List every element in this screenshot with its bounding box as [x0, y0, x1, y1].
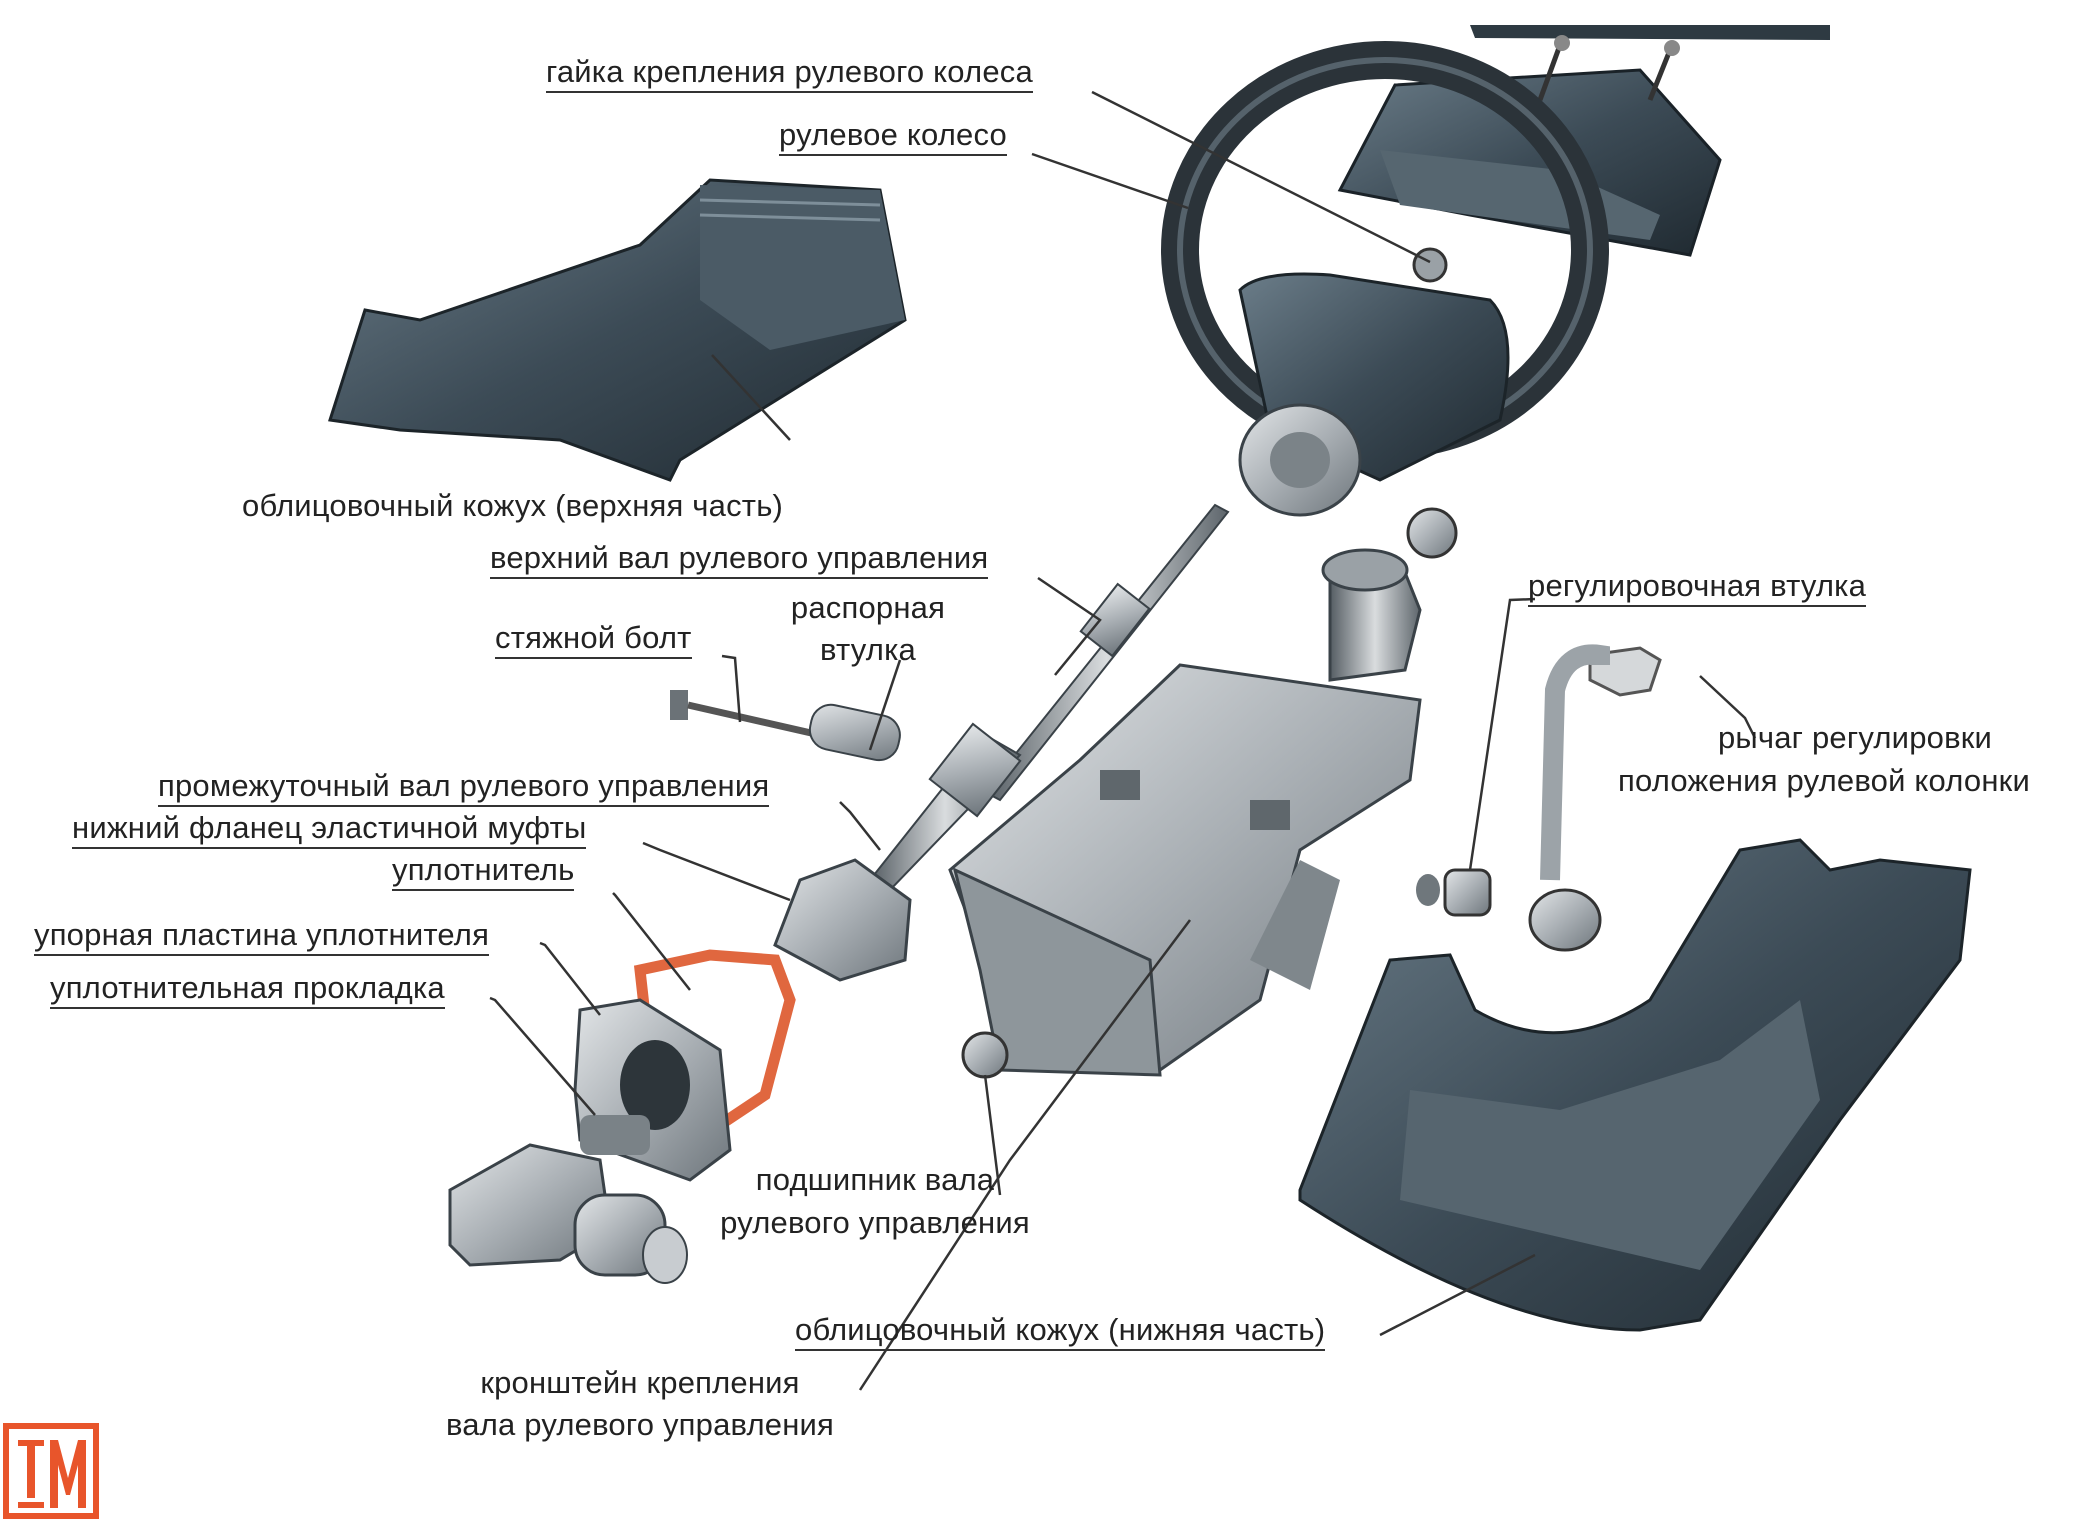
label-upper-shaft: верхний вал рулевого управления — [490, 540, 989, 579]
clamp-bolt-and-spacer — [670, 690, 901, 762]
label-nut: гайка крепления рулевого колеса — [546, 54, 1033, 93]
adjust-lever — [1528, 644, 1662, 952]
label-bearing-line1: подшипник вала — [755, 1162, 995, 1197]
lower-cover — [1298, 838, 1972, 1332]
shaft-bearing — [961, 507, 1458, 1079]
tm-logo-mark — [3, 1423, 99, 1519]
steering-wheel — [1161, 41, 1609, 517]
label-lower-flange: нижний фланец эластичной муфты — [72, 810, 587, 849]
column-bracket — [948, 548, 1422, 1077]
adjust-bushing — [1416, 868, 1492, 917]
label-lever-line2: положения рулевой колонки — [1618, 763, 2030, 798]
label-spacer-line1: распорная — [790, 590, 946, 625]
label-wheel: рулевое колесо — [779, 117, 1007, 156]
label-bracket-line2: вала рулевого управления — [445, 1407, 835, 1442]
upper-cover — [328, 178, 907, 482]
label-seal-plate: упорная пластина уплотнителя — [34, 917, 490, 956]
label-bracket-line1: кронштейн крепления — [480, 1365, 800, 1400]
label-intermediate-shaft: промежуточный вал рулевого управления — [158, 768, 770, 807]
upper-shaft — [983, 503, 1230, 802]
label-bearing-line2: рулевого управления — [720, 1205, 1030, 1240]
label-gasket: уплотнительная прокладка — [50, 970, 445, 1009]
ignition-switch — [448, 1115, 688, 1284]
intermediate-shaft — [773, 722, 1022, 982]
label-lever-line1: рычаг регулировки — [1717, 720, 1993, 755]
label-spacer-line2: втулка — [820, 632, 916, 667]
leader-lines — [489, 90, 1757, 1391]
label-seal: уплотнитель — [392, 852, 575, 891]
label-adjust-bushing: регулировочная втулка — [1528, 568, 1867, 607]
label-clamp-bolt: стяжной болт — [495, 620, 692, 659]
label-upper-cover: облицовочный кожух (верхняя часть) — [242, 488, 784, 523]
label-lower-cover: облицовочный кожух (нижняя часть) — [795, 1312, 1326, 1351]
